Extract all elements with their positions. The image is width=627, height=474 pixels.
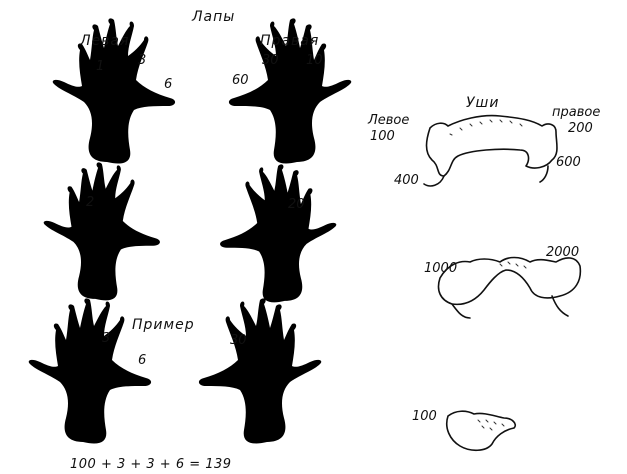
left-paw-drawing-2 (44, 162, 160, 300)
ear-example-mark-100: 100 (412, 410, 437, 423)
ears-drawing-top (424, 116, 557, 186)
right-ear-mark-200: 200 (568, 122, 593, 135)
left-ear-mark-100: 100 (370, 130, 395, 143)
left-ear-mark-1000: 1000 (424, 262, 457, 275)
left-paw-mark-6: 6 (164, 78, 172, 91)
left-ear-heading: Левое (368, 114, 409, 127)
right-paw-heading: Правая (260, 34, 319, 48)
right-paw-mark-30: 30 (262, 54, 279, 67)
right-paw-mark-10: 10 (306, 54, 323, 67)
example-right-paw-drawing (199, 298, 321, 443)
ears-drawing-middle (439, 258, 581, 319)
right-paw-mark-20: 20 (288, 198, 305, 211)
ear-drawing-bottom (447, 411, 516, 450)
example-heading: Пример (132, 318, 195, 332)
left-paw-mark-2: 2 (86, 196, 94, 209)
ears-heading: Уши (466, 96, 499, 110)
right-ear-mark-600: 600 (556, 156, 581, 169)
right-ear-heading: правое (552, 106, 600, 119)
left-paw-mark-1: 1 (96, 60, 104, 73)
right-paw-mark-60: 60 (232, 74, 249, 87)
example-right-paw-mark-30: 30 (230, 334, 247, 347)
paws-heading: Лапы (192, 10, 235, 24)
left-paw-mark-3: 3 (138, 54, 146, 67)
right-paw-drawing-2 (220, 164, 336, 302)
example-left-paw-mark-3: 3 (102, 332, 110, 345)
right-ear-mark-2000: 2000 (546, 246, 579, 259)
example-left-paw-mark-6: 6 (138, 354, 146, 367)
left-ear-mark-400: 400 (394, 174, 419, 187)
left-paw-heading: Левая (80, 34, 129, 48)
example-formula: 100 + 3 + 3 + 6 = 139 (70, 458, 232, 471)
